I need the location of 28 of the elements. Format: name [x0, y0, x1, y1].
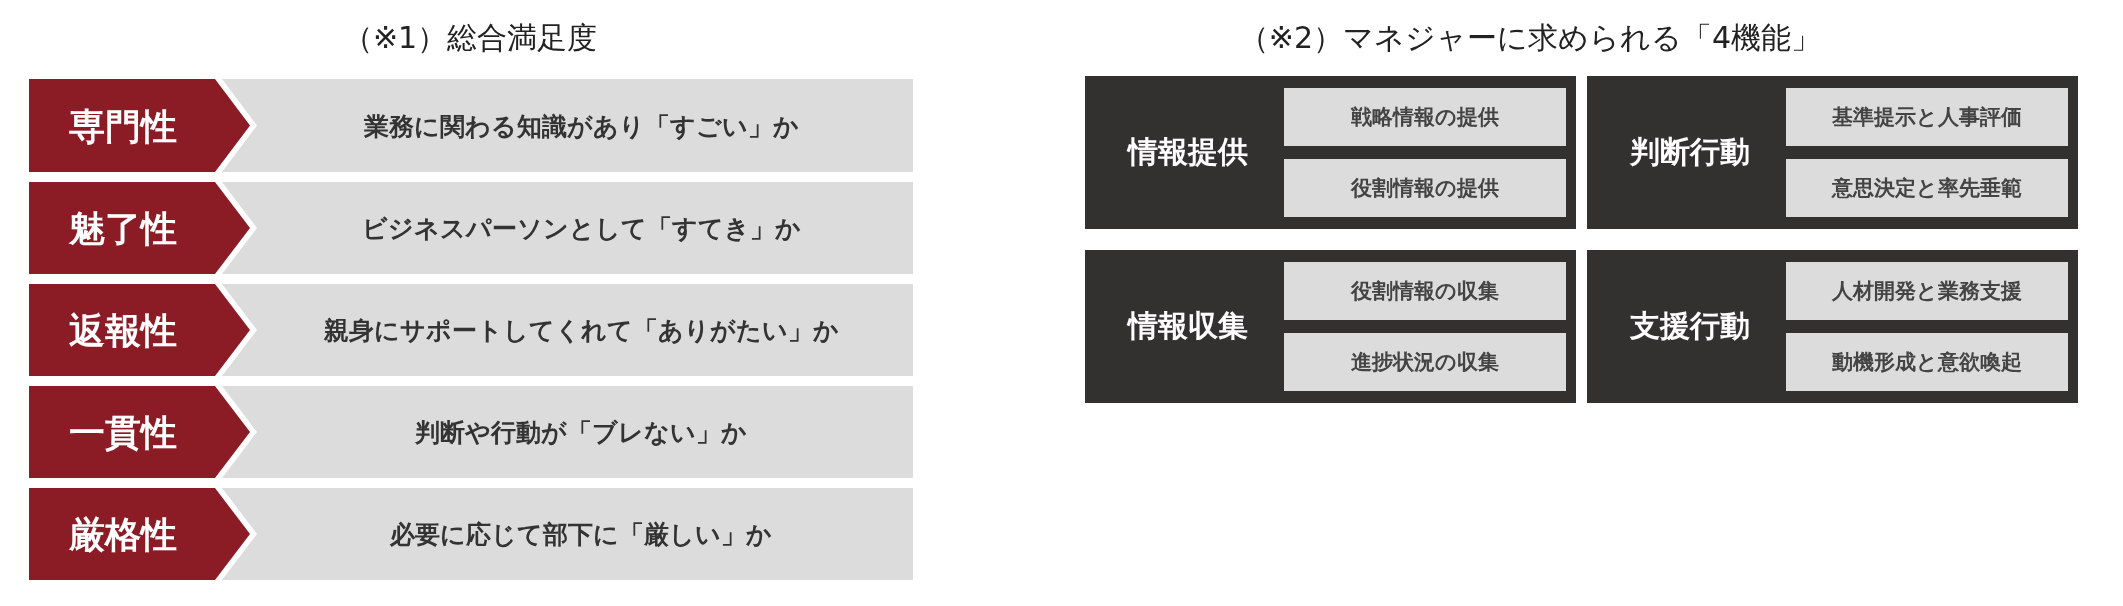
- item-box: 基準提示と人事評価: [1786, 88, 2068, 146]
- heading: （※2）マネジャーに求められる「4機能」: [1238, 19, 1822, 57]
- chevron-label: 専門性: [29, 79, 253, 172]
- statement-bar: 親身にサポートしてくれて「ありがたい」か: [222, 284, 913, 376]
- item-box: 役割情報の収集: [1284, 262, 1566, 320]
- panel-title: 情報収集: [1128, 307, 1248, 345]
- item-box: 人材開発と業務支援: [1786, 262, 2068, 320]
- item-box: 動機形成と意欲喚起: [1786, 333, 2068, 391]
- function-panel: [1085, 250, 1576, 403]
- function-panel: [1587, 76, 2078, 229]
- item-box: 戦略情報の提供: [1284, 88, 1566, 146]
- panel-title: 情報提供: [1128, 133, 1248, 171]
- item-box: 進捗状況の収集: [1284, 333, 1566, 391]
- panel-title: 支援行動: [1630, 307, 1750, 345]
- chevron-label: 一貫性: [29, 386, 253, 478]
- function-panel: [1587, 250, 2078, 403]
- statement-bar: 判断や行動が「ブレない」か: [222, 386, 913, 478]
- function-panel: [1085, 76, 1576, 229]
- chevron-label: 厳格性: [29, 488, 253, 580]
- item-box: 意思決定と率先垂範: [1786, 159, 2068, 217]
- statement-bar: 業務に関わる知識があり「すごい」か: [222, 79, 913, 172]
- item-box: 役割情報の提供: [1284, 159, 1566, 217]
- statement-bar: ビジネスパーソンとして「すてき」か: [222, 182, 913, 274]
- chevron-label: 魅了性: [29, 182, 253, 274]
- heading: （※1）総合満足度: [342, 19, 598, 57]
- panel-title: 判断行動: [1630, 133, 1750, 171]
- statement-bar: 必要に応じて部下に「厳しい」か: [222, 488, 913, 580]
- chevron-label: 返報性: [29, 284, 253, 376]
